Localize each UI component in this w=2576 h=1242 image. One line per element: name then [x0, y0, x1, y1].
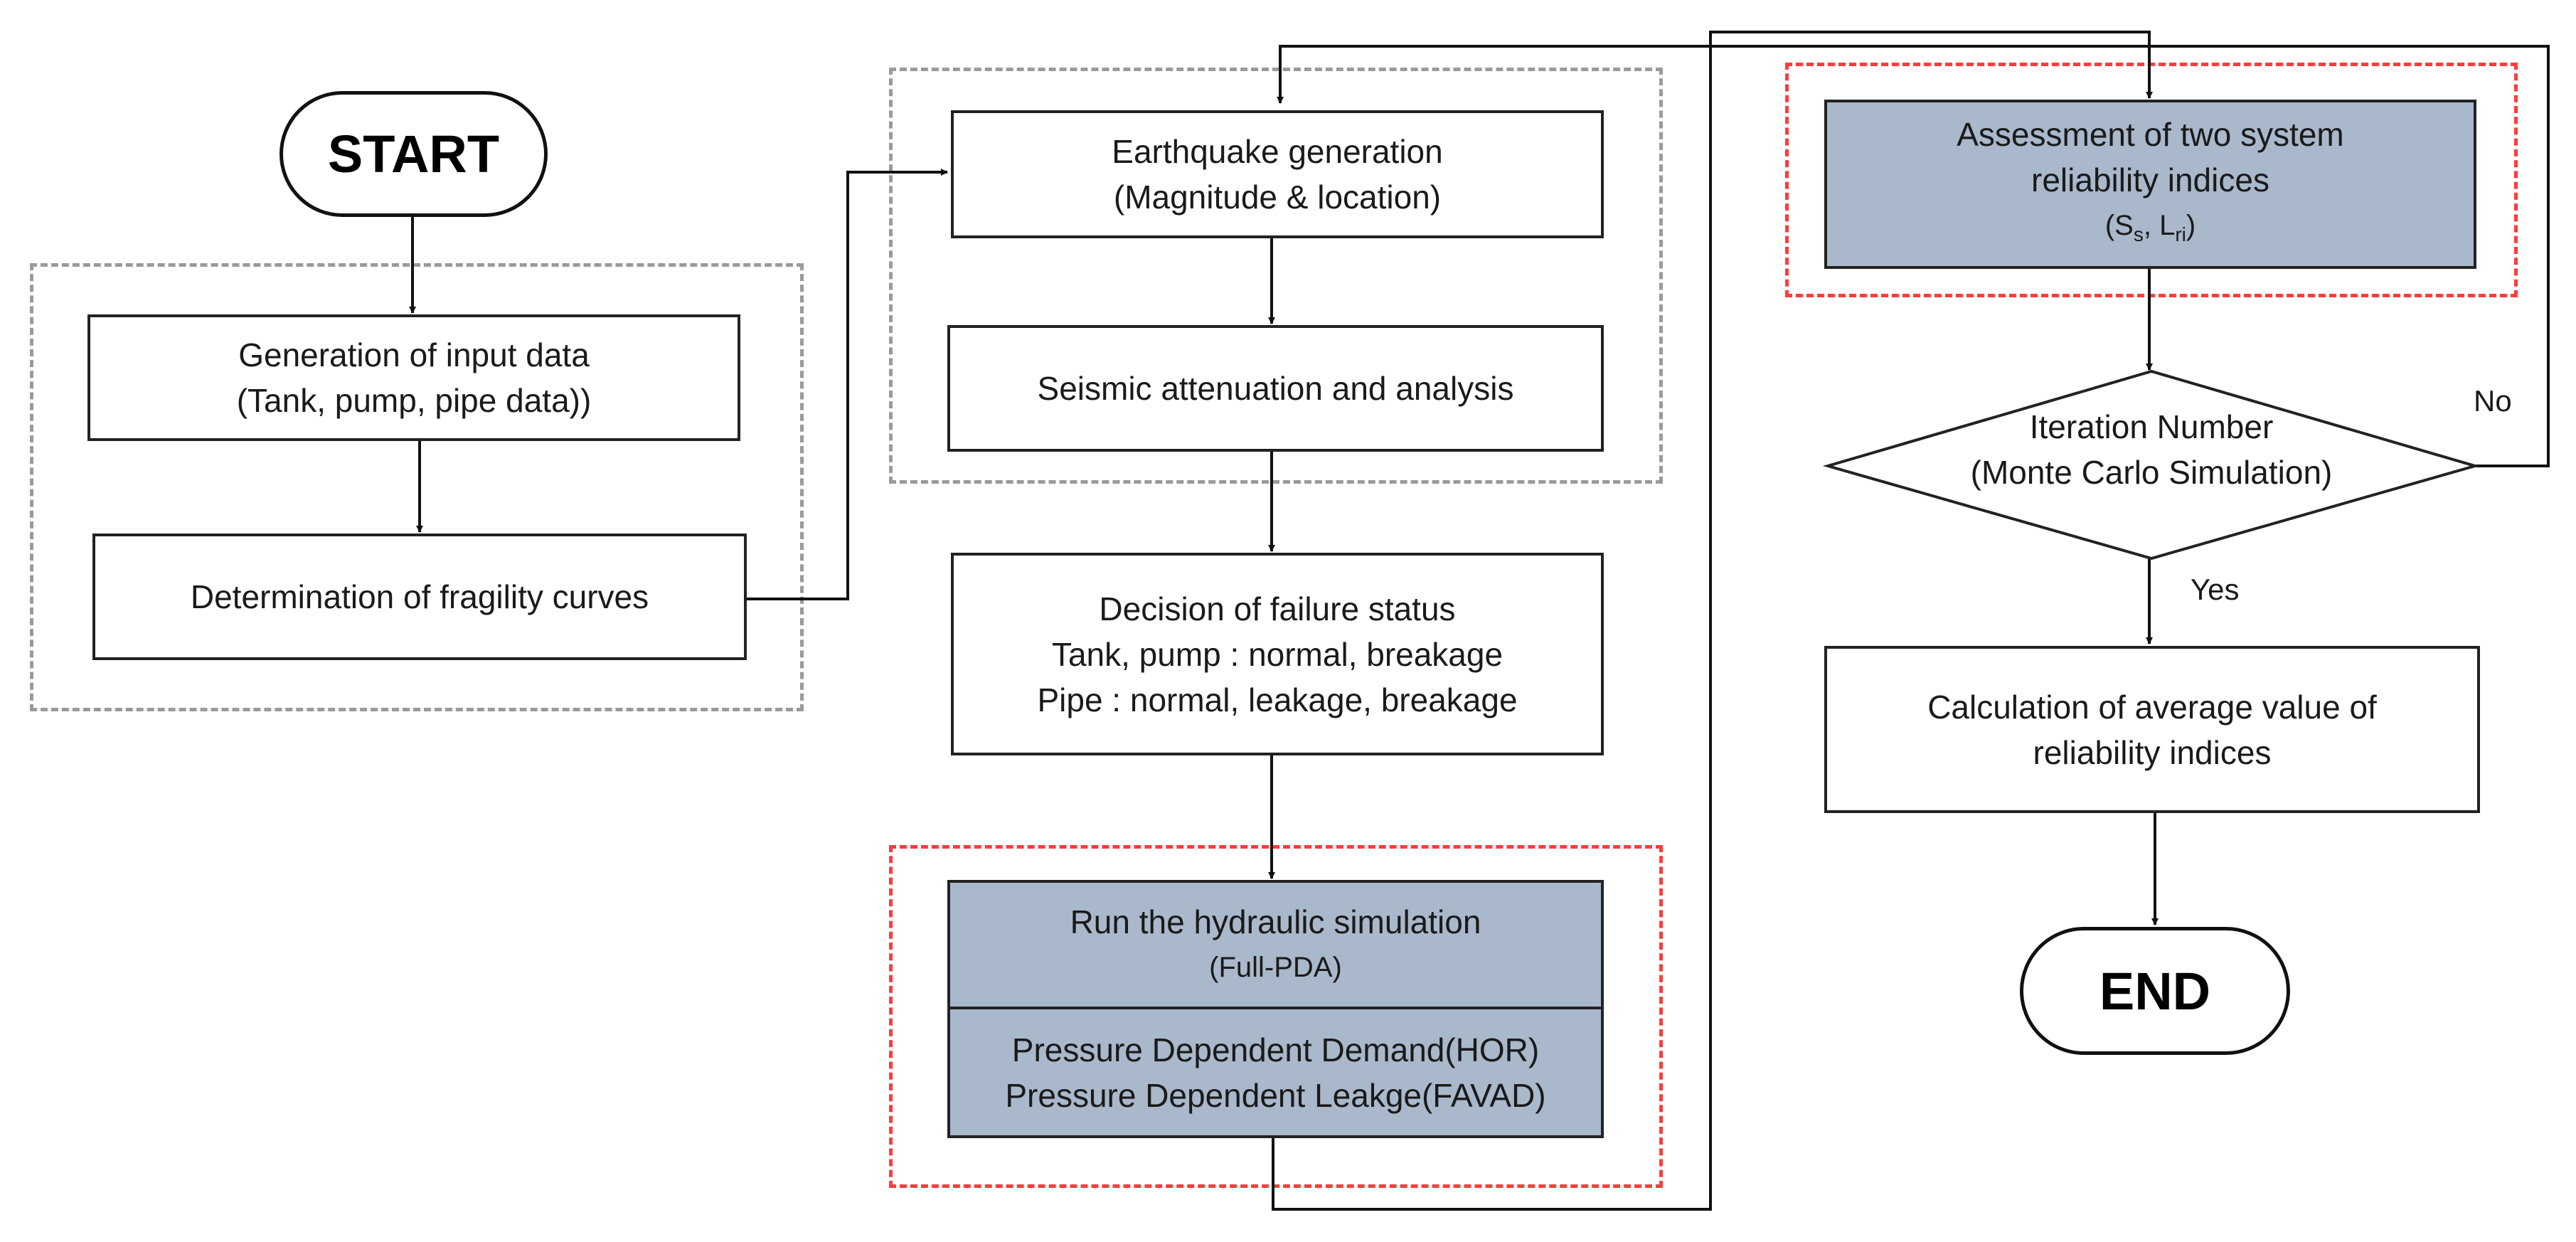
pressure-demand-line: Pressure Dependent Demand(HOR) [1011, 1031, 1540, 1068]
no-edge-label: No [2474, 384, 2512, 418]
failure-status-title: Decision of failure status [1099, 590, 1456, 627]
assessment-title: Assessment of two system [1957, 115, 2344, 153]
s-symbol: S [2114, 209, 2134, 241]
start-terminal: START [280, 91, 548, 217]
symbol-separator: , [2143, 209, 2160, 241]
earthquake-generation-box: Earthquake generation (Magnitude & locat… [951, 110, 1604, 238]
arrow-fragility-to-earthquake [747, 169, 948, 600]
average-value-box: Calculation of average value of reliabil… [1824, 646, 2480, 813]
arrow-iteration-no-loop [1277, 45, 2550, 467]
input-data-box: Generation of input data (Tank, pump, pi… [87, 314, 740, 441]
hydraulic-title: Run the hydraulic simulation [1070, 903, 1481, 940]
average-subtitle: reliability indices [2033, 733, 2272, 771]
iteration-subtitle: (Monte Carlo Simulation) [1970, 454, 2333, 491]
assessment-indices-symbols: (Ss, Lri) [2105, 203, 2196, 258]
hydraulic-simulation-box: Run the hydraulic simulation (Full-PDA) [947, 880, 1604, 1009]
arrow-hydraulic-to-assessment [1272, 31, 2153, 1211]
paren-open: ( [2104, 209, 2115, 241]
input-data-title: Generation of input data [238, 336, 590, 373]
failure-status-tank-line: Tank, pump : normal, breakage [1051, 635, 1503, 673]
paren-close: ) [2186, 209, 2196, 241]
start-label: START [327, 124, 500, 184]
yes-edge-label: Yes [2191, 573, 2240, 606]
iteration-diamond-shape [1822, 369, 2481, 561]
hydraulic-subtitle: (Full-PDA) [1209, 952, 1342, 983]
failure-status-pipe-line: Pipe : normal, leakage, breakage [1037, 681, 1518, 718]
input-data-subtitle: (Tank, pump, pipe data)) [236, 382, 592, 419]
assessment-subtitle: reliability indices [2031, 161, 2269, 198]
iteration-decision: Iteration Number (Monte Carlo Simulation… [1885, 404, 2418, 495]
average-title: Calculation of average value of [1927, 688, 2377, 726]
l-subscript: ri [2175, 223, 2186, 245]
assessment-box: Assessment of two system reliability ind… [1824, 100, 2476, 269]
earthquake-title: Earthquake generation [1112, 133, 1443, 170]
fragility-curves-label: Determination of fragility curves [190, 578, 649, 615]
fragility-curves-box: Determination of fragility curves [92, 534, 747, 660]
l-symbol: L [2159, 209, 2176, 241]
end-label: END [2099, 961, 2211, 1021]
pressure-leakage-line: Pressure Dependent Leakge(FAVAD) [1005, 1076, 1546, 1114]
pressure-dependent-box: Pressure Dependent Demand(HOR) Pressure … [947, 1007, 1604, 1138]
end-terminal: END [2020, 927, 2290, 1055]
seismic-attenuation-label: Seismic attenuation and analysis [1037, 370, 1514, 407]
seismic-attenuation-box: Seismic attenuation and analysis [947, 325, 1604, 452]
iteration-title: Iteration Number [2029, 408, 2274, 445]
failure-status-box: Decision of failure status Tank, pump : … [951, 553, 1604, 755]
s-subscript: s [2133, 223, 2144, 245]
earthquake-subtitle: (Magnitude & location) [1113, 179, 1442, 216]
